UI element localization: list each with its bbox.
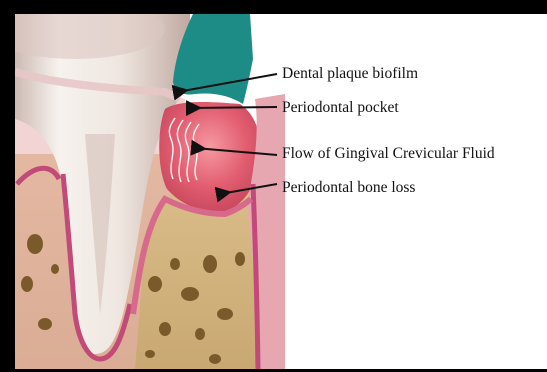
- label-gcf-flow: Flow of Gingival Crevicular Fluid: [282, 146, 495, 162]
- diagram-panel: Dental plaque biofilm Periodontal pocket…: [15, 14, 547, 369]
- label-periodontal-bone-loss: Periodontal bone loss: [282, 180, 415, 196]
- label-periodontal-pocket: Periodontal pocket: [282, 100, 399, 116]
- label-dental-plaque-biofilm: Dental plaque biofilm: [282, 66, 418, 82]
- label-column: Dental plaque biofilm Periodontal pocket…: [15, 14, 547, 369]
